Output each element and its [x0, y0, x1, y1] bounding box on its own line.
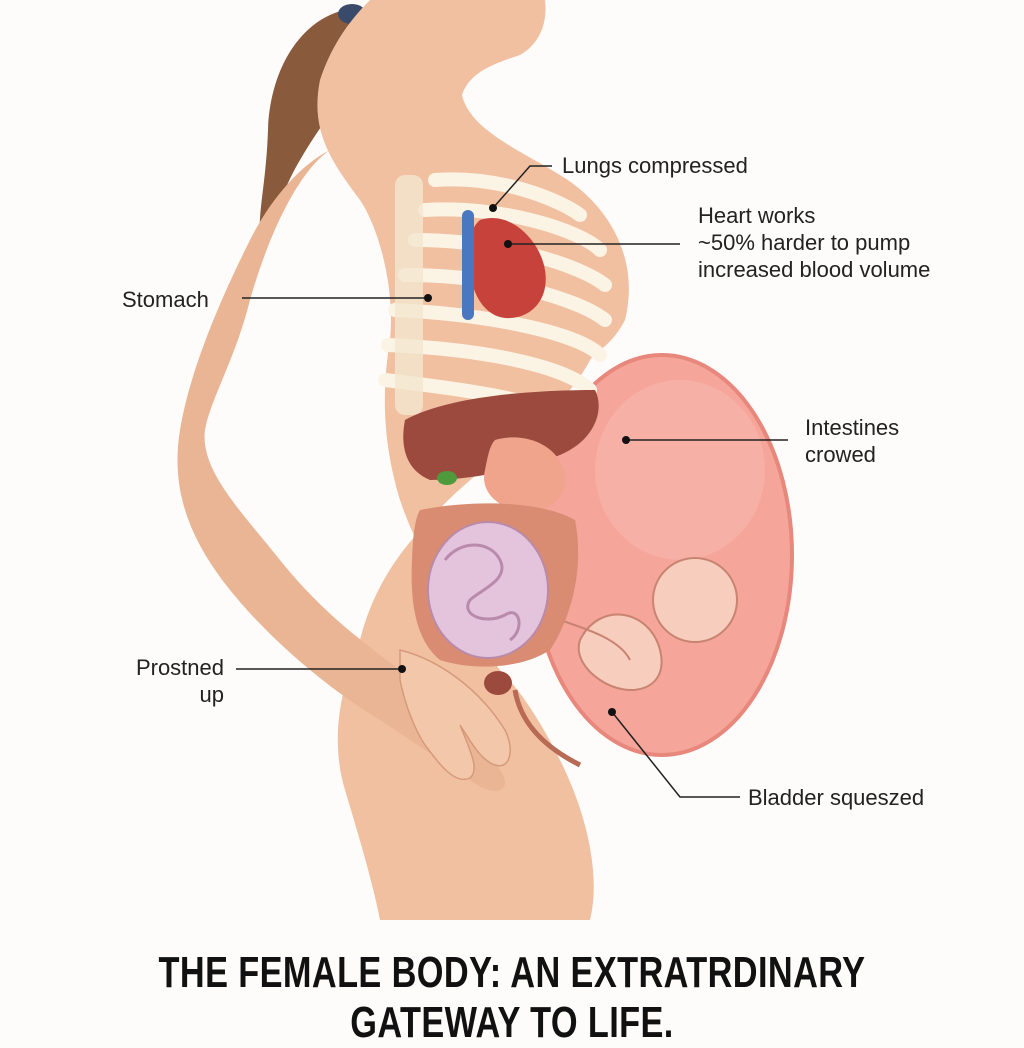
label-prostned: Prostned up	[110, 654, 224, 708]
arm	[177, 150, 506, 791]
label-prostned-line2: up	[199, 682, 224, 707]
ureter	[512, 689, 582, 768]
label-stomach-text: Stomach	[122, 287, 209, 312]
leader-lines	[236, 165, 788, 798]
label-heart-line1: Heart works	[698, 203, 816, 228]
pregnancy-anatomy-illustration	[177, 0, 794, 920]
label-bladder-text: Bladder squeszed	[748, 785, 925, 810]
label-intestines: Intestines crowed	[805, 414, 899, 468]
label-heart: Heart works ~50% harder to pump increase…	[698, 202, 930, 283]
small-intestine	[427, 521, 549, 659]
bladder	[484, 671, 512, 695]
intestine-loops	[443, 543, 521, 642]
vein	[462, 210, 474, 320]
label-intestines-line2: crowed	[805, 442, 876, 467]
label-lungs: Lungs compressed	[562, 152, 748, 179]
label-heart-line3: increased blood volume	[698, 257, 931, 282]
label-prostned-line1: Prostned	[135, 655, 224, 680]
label-bladder: Bladder squeszed	[748, 784, 924, 811]
label-heart-line2: ~50% harder to pump	[698, 230, 911, 255]
uterus-highlight	[595, 380, 765, 560]
label-stomach: Stomach	[122, 286, 209, 313]
label-lungs-text: Lungs compressed	[562, 153, 748, 178]
leader-dots	[398, 204, 630, 716]
stomach	[484, 437, 565, 512]
heart	[469, 218, 546, 319]
footer-title: THE FEMALE BODY: AN EXTRATRDINARY GATEWA…	[158, 948, 866, 1047]
spine	[395, 175, 423, 415]
hand	[399, 649, 511, 781]
fetus	[559, 557, 738, 691]
gallbladder	[437, 471, 457, 485]
label-intestines-line1: Intestines	[805, 415, 900, 440]
